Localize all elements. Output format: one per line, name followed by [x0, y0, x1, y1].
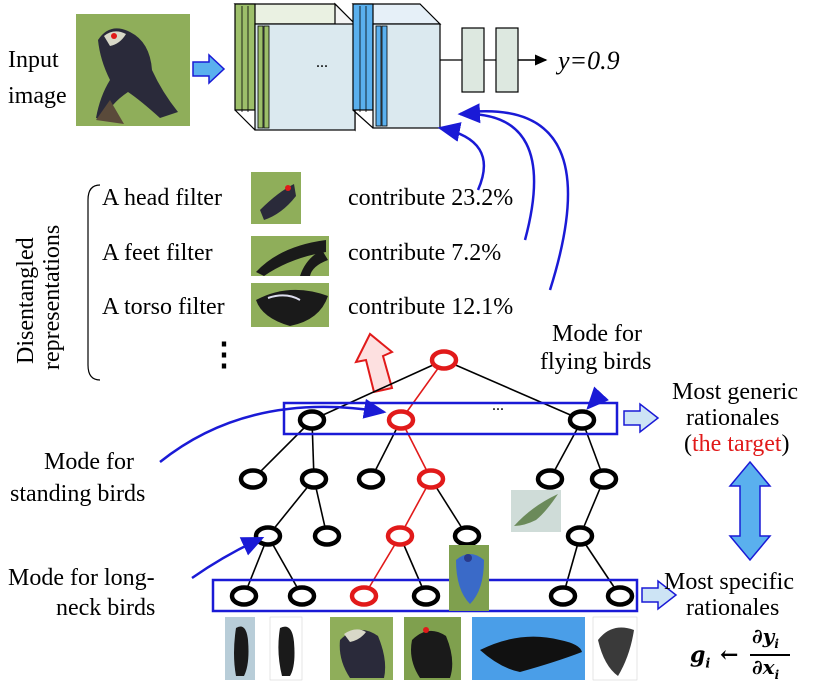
tree-edge [579, 535, 621, 597]
mode-flying-line1: Mode for [552, 321, 642, 347]
blue-bird-thumb [449, 545, 489, 611]
torso-filter-thumb [251, 283, 329, 327]
input-bird-image [76, 14, 190, 126]
bird-strip [225, 616, 638, 681]
tree-node [356, 468, 386, 490]
output-label: y=0.9 [558, 46, 620, 75]
tree-edge [252, 419, 313, 480]
contribution-curve-torso [469, 110, 570, 291]
brace [87, 184, 101, 381]
feet-filter-thumb [251, 236, 329, 276]
tree-node [548, 585, 578, 607]
tree-node [589, 468, 619, 490]
tree-edge [443, 359, 583, 421]
input-label-line2: image [8, 83, 67, 109]
tree-node [349, 585, 379, 607]
red-up-arrow [354, 332, 394, 394]
tree-node [452, 525, 482, 547]
flying-mode-arrow [586, 386, 609, 410]
tree-node [299, 468, 329, 490]
side-label-line2: representations [39, 224, 65, 370]
conv-block-green [233, 2, 357, 132]
tree-node [567, 409, 597, 431]
generic-line2: rationales [686, 405, 780, 431]
tree-node [312, 525, 342, 547]
tree-edge [267, 478, 315, 537]
tree-node [429, 349, 459, 371]
contribution-curve-feet [457, 103, 536, 241]
tree-edge [400, 359, 445, 421]
longneck-mode-arrow [191, 536, 265, 580]
contribution-curve-head [437, 122, 486, 191]
tree-node [238, 468, 268, 490]
tree-node [535, 468, 565, 490]
tree-edge [311, 359, 445, 421]
gradient-formula: gi ← ∂yi ∂xi [690, 626, 816, 682]
vertical-ellipsis: ⋮ [208, 336, 240, 372]
input-arrow [192, 53, 226, 85]
tree-node [386, 409, 416, 431]
tree-node [605, 585, 635, 607]
tree-node [297, 409, 327, 431]
tree-node [411, 585, 441, 607]
generic-target: (the target) [684, 431, 790, 457]
specific-hollow-arrow [641, 579, 678, 611]
cnn-ellipsis: ... [316, 54, 328, 71]
standing-mode-arrow [159, 398, 387, 463]
conv-block-blue [351, 3, 442, 129]
head-filter-contribution: contribute 23.2% [348, 185, 514, 211]
side-label-line1: Disentangled [13, 237, 39, 364]
specific-mode-box [211, 578, 639, 613]
head-filter-label: A head filter [102, 185, 222, 211]
flying-bird-thumb [511, 490, 561, 532]
target-highlight: the target [692, 431, 782, 457]
mode-flying-line2: flying birds [540, 349, 652, 375]
specific-line2: rationales [686, 595, 780, 621]
mode-longneck-line2: neck birds [56, 595, 156, 621]
mode-longneck-line1: Mode for long- [8, 565, 155, 591]
generic-mode-box [282, 401, 619, 436]
double-arrow [728, 460, 772, 562]
fc-layer-1 [461, 27, 485, 93]
fc-layer-2 [495, 27, 519, 93]
feet-filter-label: A feet filter [102, 240, 213, 266]
mode-standing-line1: Mode for [44, 449, 134, 475]
generic-hollow-arrow [623, 402, 660, 434]
tree-node [416, 468, 446, 490]
tree-node [253, 525, 283, 547]
tree-edge [267, 535, 303, 597]
tree-ellipsis: ... [492, 397, 504, 414]
mode-standing-line2: standing birds [10, 481, 146, 507]
tree-edge [363, 535, 401, 597]
torso-filter-label: A torso filter [102, 294, 225, 320]
input-label-line1: Input [8, 47, 59, 73]
generic-line1: Most generic [672, 379, 798, 405]
tree-node [385, 525, 415, 547]
tree-node [229, 585, 259, 607]
tree-node [287, 585, 317, 607]
feet-filter-contribution: contribute 7.2% [348, 240, 502, 266]
torso-filter-contribution: contribute 12.1% [348, 294, 514, 320]
head-filter-thumb [251, 172, 301, 224]
specific-line1: Most specific [664, 569, 794, 595]
tree-node [565, 525, 595, 547]
tree-nodes [229, 349, 635, 607]
